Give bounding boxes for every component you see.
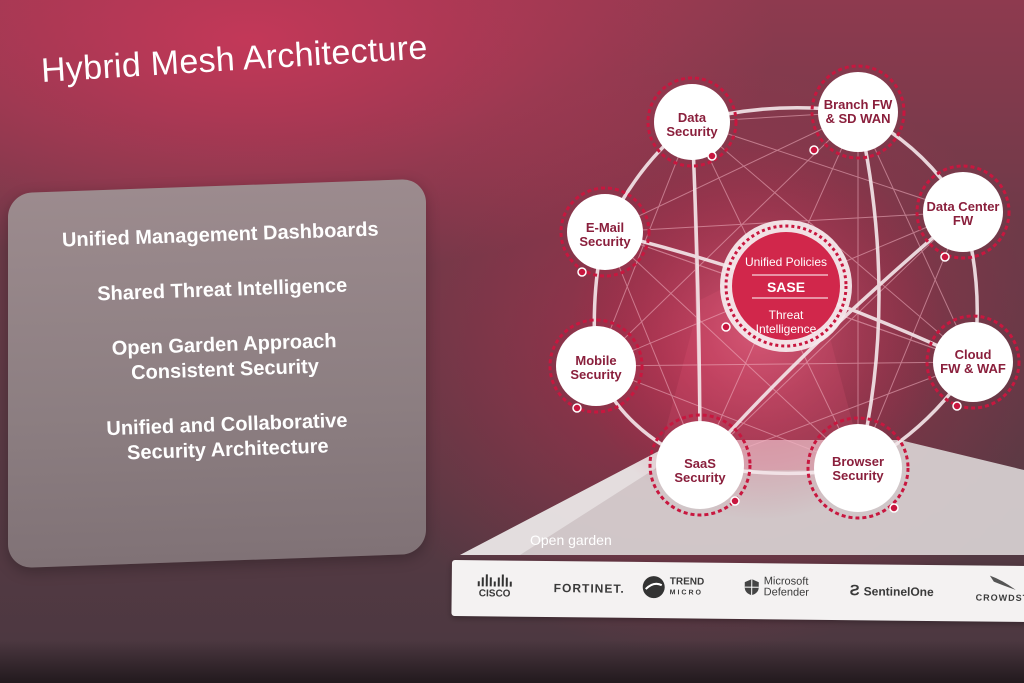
center-threat-label: Threat Intelligence <box>726 308 846 336</box>
node-data-center-fw <box>915 164 1011 260</box>
benefit-line: Shared Threat Intelligence <box>96 274 348 306</box>
vendor-fortinet: FORTINET. <box>550 581 625 596</box>
node-label-line: Mobile <box>575 353 617 368</box>
benefit-item: Shared Threat Intelligence <box>22 271 423 310</box>
node-label-email-security: E-Mail Security <box>560 221 650 249</box>
node-label-line: Security <box>674 470 726 485</box>
node-label-data-center-fw: Data Center FW <box>918 200 1008 228</box>
center-policies-label: Unified Policies <box>744 255 828 269</box>
vendor-microsoft-defender: Microsoft Defender <box>744 575 810 599</box>
node-mobile-security <box>548 318 644 414</box>
open-garden-label: Open garden <box>530 532 612 548</box>
center-sase-label: SASE <box>766 279 806 295</box>
hybrid-mesh-diagram <box>460 64 1024 555</box>
vendor-name: TREND <box>669 576 705 588</box>
vendor-name: FORTINET. <box>553 581 625 596</box>
vendor-sentinelone: Ƨ SentinelOne <box>850 582 934 600</box>
node-label-line: FW & WAF <box>940 361 1006 376</box>
node-label-line: Browser <box>831 454 885 469</box>
node-label-data-security: Data Security <box>647 111 737 139</box>
center-threat-line: Intelligence <box>755 322 817 336</box>
node-browser-security <box>806 416 910 520</box>
node-label-line: Data Center <box>926 199 1000 214</box>
cisco-logo-icon <box>477 574 512 587</box>
sentinelone-logo-icon: Ƨ <box>849 582 860 600</box>
node-label-line: E-Mail <box>585 220 625 235</box>
vendor-cisco: CISCO <box>477 574 512 600</box>
vendor-trend-micro: TREND MICRO <box>642 575 705 600</box>
vendor-name: CISCO <box>478 588 511 600</box>
vendor-subname: Defender <box>763 586 810 599</box>
node-label-line: Cloud <box>954 347 992 362</box>
node-label-line: Branch FW <box>823 97 893 112</box>
vendor-name: SentinelOne <box>863 583 934 599</box>
mesh-nodes <box>548 64 1021 520</box>
node-label-saas-security: SaaS Security <box>655 457 745 485</box>
node-label-cloud-fw: Cloud FW & WAF <box>928 348 1018 376</box>
node-label-mobile-security: Mobile Security <box>551 354 641 382</box>
center-hub-dashed <box>724 224 848 348</box>
vendor-crowdstrike: CROWDST <box>976 573 1024 604</box>
node-label-line: & SD WAN <box>825 111 891 126</box>
node-label-branch-fw: Branch FW & SD WAN <box>813 98 903 126</box>
vendor-logo-bar: CISCO FORTINET. TREND MICRO Microsoft De… <box>451 560 1024 623</box>
node-label-line: FW <box>952 213 974 228</box>
benefits-list: Unified Management Dashboards Shared Thr… <box>20 216 428 470</box>
node-label-line: SaaS <box>684 456 716 471</box>
falcon-icon <box>989 575 1016 590</box>
node-label-browser-security: Browser Security <box>813 455 903 483</box>
node-label-line: Security <box>570 367 622 382</box>
node-label-line: Security <box>832 468 884 483</box>
center-threat-line: Threat <box>768 308 804 322</box>
node-branch-fw <box>810 64 906 160</box>
shield-icon <box>744 579 759 596</box>
node-cloud-fw <box>925 314 1021 410</box>
node-email-security <box>559 186 651 278</box>
node-saas-security <box>648 413 752 517</box>
node-label-line: Security <box>579 234 631 249</box>
screen-bottom-edge <box>0 640 1024 683</box>
vendor-name: CROWDST <box>975 592 1024 604</box>
vendor-subname: MICRO <box>669 589 704 597</box>
node-label-line: Security <box>666 124 718 139</box>
node-data-security <box>646 76 738 168</box>
trend-micro-logo-icon <box>642 576 665 599</box>
benefit-item: Open Garden Approach Consistent Security <box>24 326 426 390</box>
node-label-line: Data <box>677 110 707 125</box>
center-hub <box>732 232 840 340</box>
